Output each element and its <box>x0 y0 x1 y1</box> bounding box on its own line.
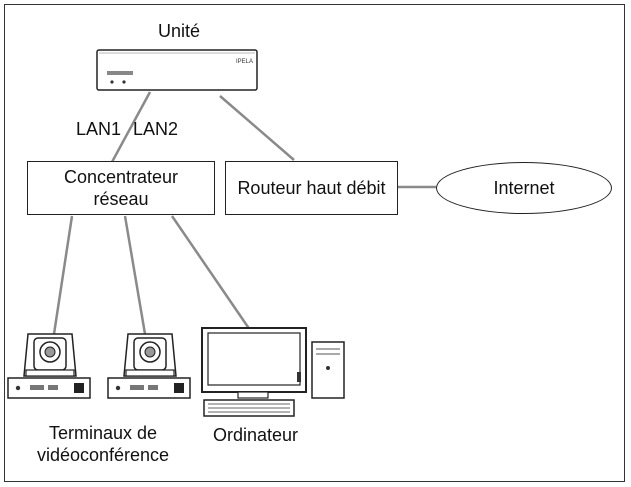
router-box: Routeur haut débit <box>225 161 398 215</box>
link-hub-computer <box>170 215 252 331</box>
router-label: Routeur haut débit <box>237 178 386 198</box>
internet-ellipse: Internet <box>436 162 612 214</box>
diagram-frame <box>4 4 625 482</box>
lan2-label: LAN2 <box>133 119 179 139</box>
hub-label-line2: réseau <box>93 189 149 209</box>
link-unit-lan1-hub <box>110 91 152 163</box>
ptz-camera-icon-1 <box>7 333 91 399</box>
hub-label-line1: Concentrateur <box>63 167 179 187</box>
link-hub-camera-2 <box>123 215 147 335</box>
unit-label: Unité <box>158 21 201 41</box>
link-hub-camera-1 <box>52 215 74 335</box>
lan1-label: LAN1 <box>76 119 122 139</box>
desktop-computer-icon <box>201 327 345 417</box>
terminals-label: Terminaux de vidéoconférence <box>14 422 192 466</box>
ptz-camera-icon-2 <box>107 333 191 399</box>
terminals-label-line2: vidéoconférence <box>36 445 170 465</box>
network-hub-box: Concentrateur réseau <box>27 161 215 215</box>
connections <box>52 91 436 335</box>
terminals-label-line1: Terminaux de <box>48 423 158 443</box>
internet-label: Internet <box>493 177 555 198</box>
device-brand-label: IPELA <box>236 59 253 65</box>
link-unit-router <box>219 95 295 161</box>
network-unit-icon: IPELA <box>96 49 258 91</box>
computer-label: Ordinateur <box>213 425 299 445</box>
